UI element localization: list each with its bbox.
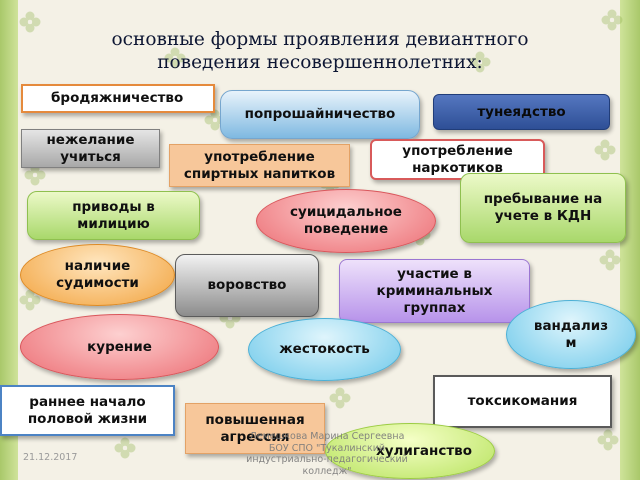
left-decorative-border [0, 0, 18, 480]
item-aggression: повышенная агрессия [185, 403, 325, 454]
item-idleness: тунеядство [433, 94, 610, 130]
footer-author-line-2: БОУ СПО "Тукалинский [268, 442, 386, 454]
title-line-2: поведения несовершеннолетних: [157, 52, 483, 73]
item-substance-abuse: токсикомания [433, 375, 612, 428]
item-vagrancy: бродяжничество [21, 84, 215, 113]
item-alcohol: употребление спиртных напитков [169, 144, 350, 187]
item-begging: попрошайничество [220, 90, 420, 139]
item-theft: воровство [175, 254, 319, 317]
right-decorative-border [620, 0, 640, 480]
item-cruelty: жестокость [248, 318, 401, 381]
item-vandalism: вандализ м [506, 300, 636, 369]
item-criminal-groups: участие в криминальных группах [339, 259, 530, 323]
item-police: приводы в милицию [27, 191, 200, 240]
item-kdn: пребывание на учете в КДН [460, 173, 626, 243]
item-hooliganism: хулиганство [325, 423, 495, 479]
footer-author-line-3: индустриально-педагогический [246, 454, 408, 465]
item-convictions: наличие судимости [20, 244, 175, 306]
title-line-1: основные формы проявления девиантного [111, 29, 529, 50]
footer-date: 21.12.2017 [23, 452, 78, 463]
footer-author: Лемешкова Марина Сергеевна БОУ СПО "Тука… [232, 431, 422, 477]
item-suicidal: суицидальное поведение [256, 189, 436, 253]
item-unwilling-to-study: нежелание учиться [21, 129, 160, 168]
item-early-sex: раннее начало половой жизни [0, 385, 175, 436]
footer-author-line-4: колледж" [302, 465, 352, 477]
page-title: основные формы проявления девиантного по… [40, 28, 600, 74]
item-smoking: курение [20, 314, 219, 380]
footer-author-line-1: Лемешкова Марина Сергеевна [249, 431, 405, 442]
